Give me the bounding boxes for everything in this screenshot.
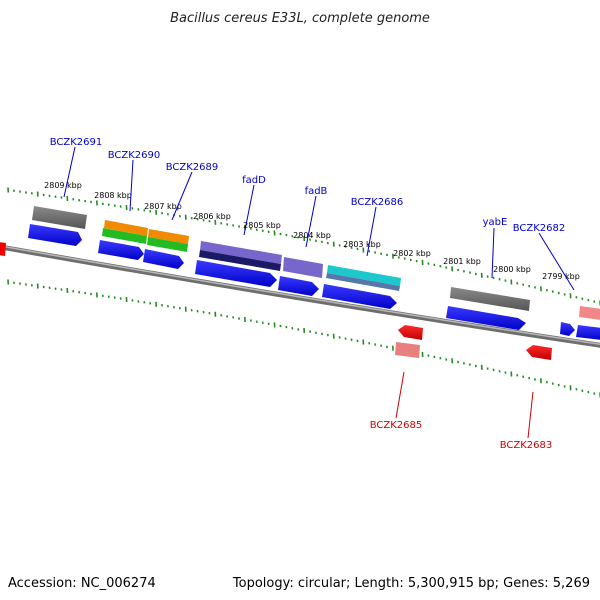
gene-bar-fadb[interactable] [283, 257, 323, 278]
kbp-label: 2806 kbp [193, 212, 231, 221]
label-fadb[interactable]: fadB [305, 186, 328, 197]
gene-sub-bczk2689[interactable] [147, 237, 188, 252]
label-bczk2691[interactable]: BCZK2691 [50, 137, 103, 148]
kbp-label: 2805 kbp [243, 221, 281, 230]
cds-arrow-bczk2685[interactable] [398, 325, 423, 340]
lower-scale-ticks [7, 279, 600, 398]
gene-bar-bczk2689[interactable] [148, 229, 189, 244]
label-bczk2689[interactable]: BCZK2689 [166, 162, 219, 173]
cds-arrow-bczk2689[interactable] [143, 249, 184, 269]
cds-arrow-fadb[interactable] [278, 276, 319, 296]
cds-arrow-small[interactable] [560, 322, 575, 336]
gene-sub-fadd[interactable] [199, 250, 281, 271]
edge-feature[interactable] [0, 242, 6, 256]
map-title: Bacillus cereus E33L, complete genome [170, 11, 430, 26]
genome-backbone [0, 244, 600, 348]
gene-bar-yabe[interactable] [450, 287, 530, 311]
cds-arrow-bczk2682[interactable] [576, 325, 600, 340]
cds-arrow-bczk2690[interactable] [98, 240, 144, 260]
cds-arrow-bczk2686[interactable] [322, 284, 397, 309]
gene-bar-bczk2691[interactable] [32, 206, 87, 229]
forward-features [0, 206, 600, 340]
kbp-label: 2807 kbp [144, 202, 182, 211]
label-bczk2690[interactable]: BCZK2690 [108, 150, 161, 161]
label-bczk2686[interactable]: BCZK2686 [351, 197, 404, 208]
kbp-scale-labels: 2809 kbp 2808 kbp 2807 kbp 2806 kbp 2805 kbp… [44, 181, 580, 281]
gene-labels: BCZK2691 BCZK2690 BCZK2689 fadD fadB BCZ… [50, 137, 575, 451]
kbp-label: 2809 kbp [44, 181, 82, 190]
cds-arrow-bczk2691[interactable] [28, 224, 82, 246]
kbp-label: 2800 kbp [493, 265, 531, 274]
gene-bar-bczk2686[interactable] [327, 265, 401, 286]
reverse-features [395, 325, 552, 360]
topology-text: Topology: circular; Length: 5,300,915 bp… [232, 576, 590, 591]
label-bczk2685[interactable]: BCZK2685 [370, 420, 423, 431]
gene-sub-bczk2690[interactable] [102, 228, 147, 244]
label-bczk2683[interactable]: BCZK2683 [500, 440, 553, 451]
label-yabe[interactable]: yabE [483, 217, 508, 228]
kbp-label: 2799 kbp [542, 272, 580, 281]
gene-bar-fadd[interactable] [200, 241, 282, 264]
kbp-label: 2803 kbp [343, 240, 381, 249]
label-bczk2682[interactable]: BCZK2682 [513, 223, 566, 234]
gene-bar-bczk2690[interactable] [104, 220, 148, 236]
accession-text: Accession: NC_006274 [8, 576, 156, 591]
cds-arrow-bczk2683[interactable] [526, 345, 552, 360]
kbp-label: 2801 kbp [443, 257, 481, 266]
label-fadd[interactable]: fadD [242, 175, 266, 186]
kbp-label: 2808 kbp [94, 191, 132, 200]
gene-bar-bczk2682[interactable] [579, 306, 600, 320]
gene-sub-bczk2686[interactable] [326, 273, 400, 291]
cds-arrow-fadd[interactable] [195, 260, 277, 287]
kbp-label: 2802 kbp [393, 249, 431, 258]
upper-scale-ticks [7, 187, 600, 306]
cds-arrow-yabe[interactable] [446, 306, 526, 330]
kbp-label: 2804 kbp [293, 231, 331, 240]
gene-bar-bczk2685[interactable] [395, 342, 420, 358]
